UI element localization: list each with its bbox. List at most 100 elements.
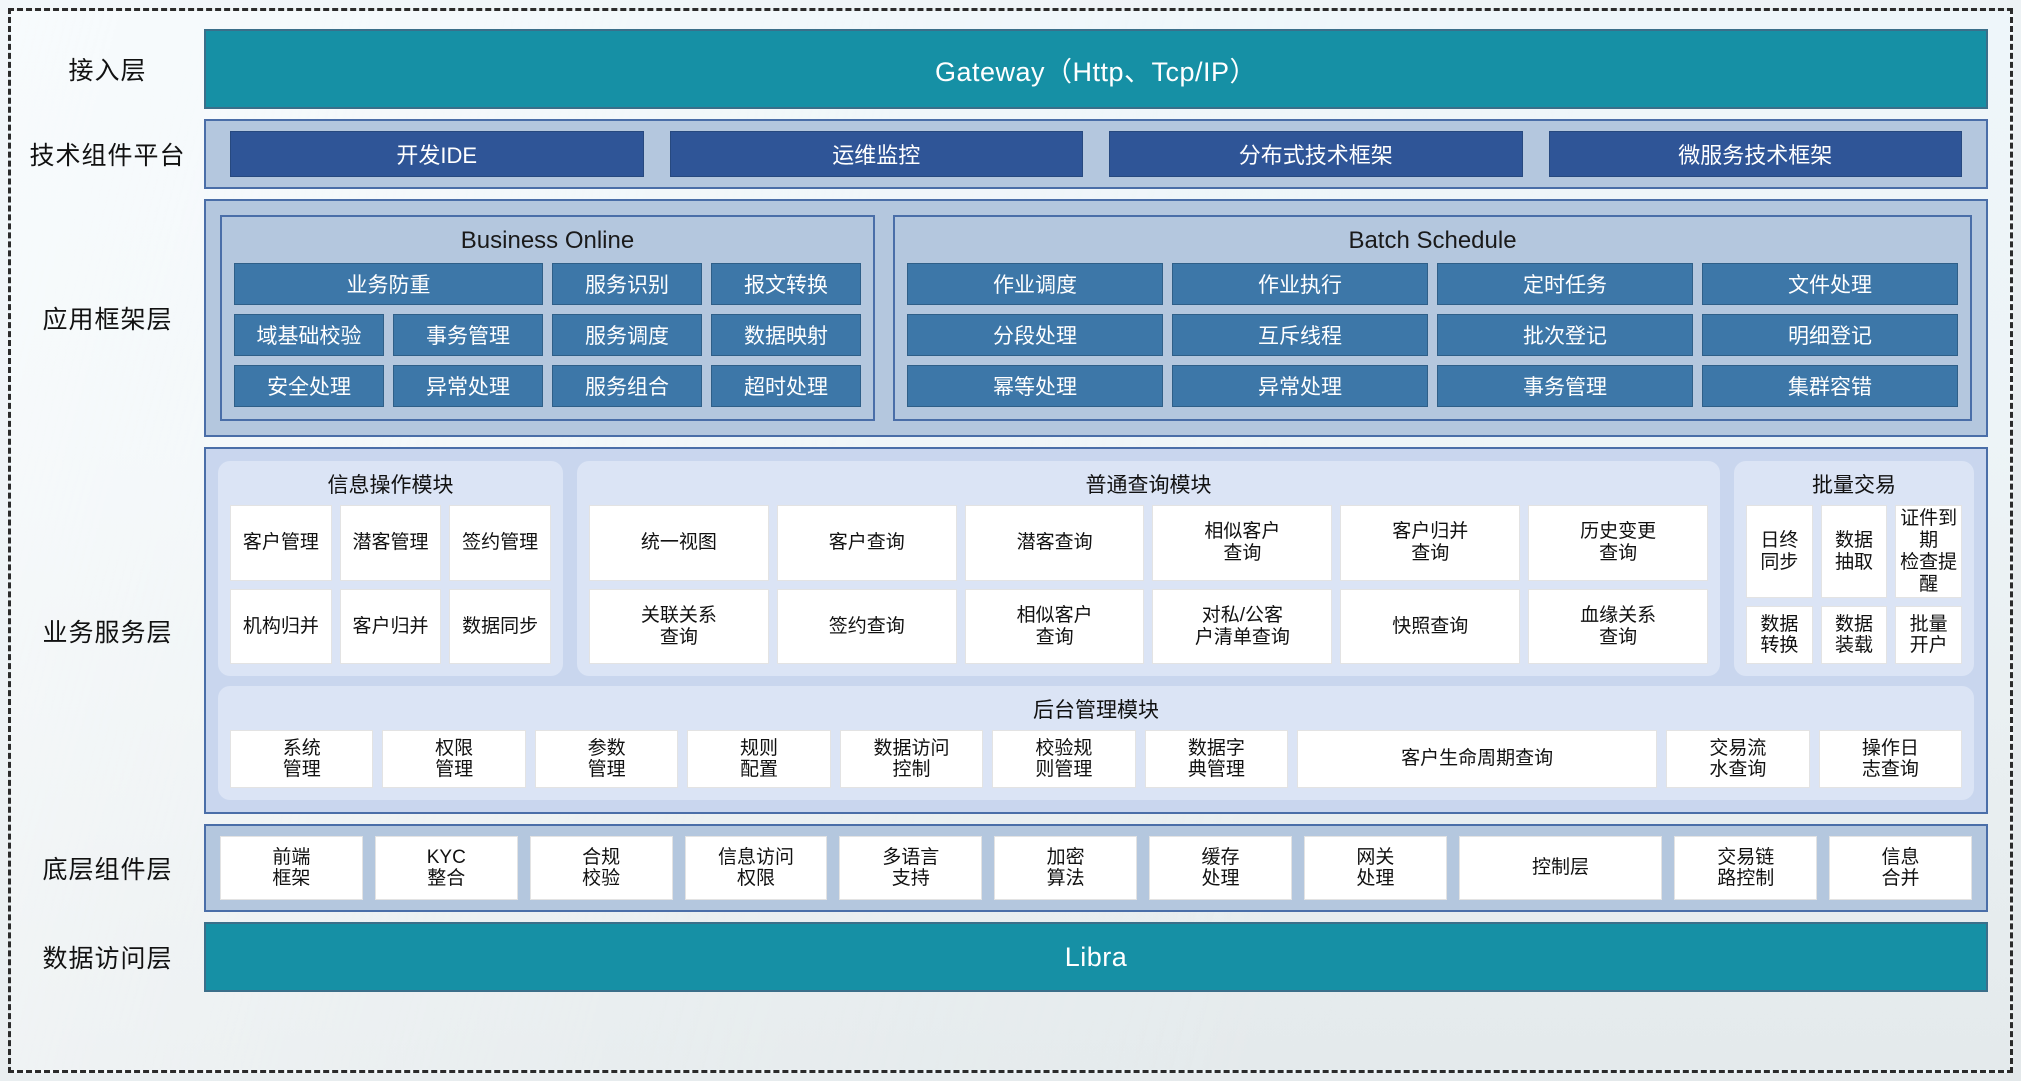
cell-permission-mgmt[interactable]: 权限 管理 — [382, 730, 526, 789]
framework-cell-security[interactable]: 安全处理 — [234, 365, 384, 407]
batch-cell-job-schedule[interactable]: 作业调度 — [907, 263, 1163, 305]
cell-info-merge[interactable]: 信息 合并 — [1829, 836, 1972, 901]
cell-customer-lifecycle-query[interactable]: 客户生命周期查询 — [1297, 730, 1658, 789]
cell-prospect-query[interactable]: 潜客查询 — [964, 505, 1145, 581]
batch-cell-mutex-thread[interactable]: 互斥线程 — [1172, 314, 1428, 356]
spacer — [11, 189, 2010, 199]
cell-compliance-check[interactable]: 合规 校验 — [529, 836, 673, 901]
cell-unified-view[interactable]: 统一视图 — [589, 505, 769, 581]
gateway-bar[interactable]: Gateway（Http、Tcp/IP） — [204, 29, 1988, 109]
framework-cell-service-dispatch[interactable]: 服务调度 — [552, 314, 702, 356]
cell-retail-corporate-list-query[interactable]: 对私/公客 户清单查询 — [1152, 588, 1333, 665]
cell-contract-query[interactable]: 签约查询 — [776, 588, 957, 665]
layer-label-base-component: 底层组件层 — [42, 856, 173, 885]
cell-operation-log-query[interactable]: 操作日 志查询 — [1818, 730, 1963, 789]
layer-label-tech-platform: 技术组件平台 — [29, 142, 186, 170]
batch-cell-detail-register[interactable]: 明细登记 — [1702, 314, 1958, 356]
spacer — [11, 912, 2010, 922]
cell-batch-account-open[interactable]: 批量 开户 — [1895, 606, 1962, 665]
cell-history-change-query[interactable]: 历史变更 查询 — [1528, 505, 1708, 581]
framework-cell-message-transform[interactable]: 报文转换 — [711, 263, 861, 305]
module-batch-transaction: 批量交易 日终 同步 数据 抽取 证件到期 检查提醒 数据 转换 数据 装载 批… — [1734, 461, 1974, 677]
framework-cell-data-mapping[interactable]: 数据映射 — [711, 314, 861, 356]
layer-label-access: 接入层 — [68, 57, 147, 85]
framework-cell-business-dedup[interactable]: 业务防重 — [234, 263, 543, 305]
cell-eod-sync[interactable]: 日终 同步 — [1746, 505, 1813, 599]
tech-button-ide[interactable]: 开发IDE — [230, 131, 644, 177]
cell-transaction-flow-query[interactable]: 交易流 水查询 — [1666, 730, 1810, 789]
cell-encryption-algorithm[interactable]: 加密 算法 — [994, 836, 1138, 901]
cell-kyc-integration[interactable]: KYC 整合 — [374, 836, 518, 901]
framework-cell-transaction-mgmt[interactable]: 事务管理 — [393, 314, 543, 356]
framework-cell-timeout[interactable]: 超时处理 — [711, 365, 861, 407]
tech-button-microservice-framework[interactable]: 微服务技术框架 — [1548, 131, 1962, 177]
cell-similar-customer-query-2[interactable]: 相似客户 查询 — [964, 588, 1145, 665]
cell-customer-merge-query[interactable]: 客户归并 查询 — [1340, 505, 1521, 581]
cell-frontend-framework[interactable]: 前端 框架 — [220, 836, 363, 901]
spacer — [11, 437, 2010, 447]
grid-common-query: 统一视图 客户查询 潜客查询 相似客户 查询 客户归并 查询 历史变更 查询 关… — [589, 505, 1708, 665]
framework-cell-domain-validation[interactable]: 域基础校验 — [234, 314, 384, 356]
cell-data-sync[interactable]: 数据同步 — [449, 588, 551, 665]
cell-similar-customer-query[interactable]: 相似客户 查询 — [1152, 505, 1333, 581]
cell-data-transform[interactable]: 数据 转换 — [1746, 606, 1813, 665]
batch-cell-transaction-mgmt[interactable]: 事务管理 — [1437, 365, 1693, 407]
batch-cell-timed-task[interactable]: 定时任务 — [1437, 263, 1693, 305]
cell-system-mgmt[interactable]: 系统 管理 — [230, 730, 374, 789]
group-title-business-online: Business Online — [460, 227, 635, 254]
cell-info-access-permission[interactable]: 信息访问 权限 — [684, 836, 828, 901]
batch-cell-cluster-tolerance[interactable]: 集群容错 — [1702, 365, 1958, 407]
tech-button-ops-monitor[interactable]: 运维监控 — [669, 131, 1083, 177]
framework-cell-service-composition[interactable]: 服务组合 — [552, 365, 702, 407]
cell-gateway-process[interactable]: 网关 处理 — [1303, 836, 1447, 901]
base-component-panel: 前端 框架 KYC 整合 合规 校验 信息访问 权限 多语言 支持 加密 算法 … — [204, 824, 1988, 913]
module-title-batch-transaction: 批量交易 — [1812, 474, 1896, 497]
module-title-info-operation: 信息操作模块 — [327, 474, 454, 497]
cell-customer-mgmt[interactable]: 客户管理 — [230, 505, 332, 581]
group-batch-schedule: Batch Schedule 作业调度 作业执行 定时任务 文件处理 分段处理 … — [893, 215, 1972, 421]
cell-cache-process[interactable]: 缓存 处理 — [1149, 836, 1292, 901]
batch-cell-segment-process[interactable]: 分段处理 — [907, 314, 1163, 356]
business-service-panel: 信息操作模块 客户管理 潜客管理 签约管理 机构归并 客户归并 数据同步 — [204, 447, 1988, 815]
grid-admin: 系统 管理 权限 管理 参数 管理 规则 配置 数据访问 控制 校验规 则管理 … — [230, 730, 1963, 789]
cell-parameter-mgmt[interactable]: 参数 管理 — [534, 730, 679, 789]
cell-contract-mgmt[interactable]: 签约管理 — [449, 505, 551, 581]
cell-multilanguage-support[interactable]: 多语言 支持 — [839, 836, 983, 901]
cell-validation-rule-mgmt[interactable]: 校验规 则管理 — [992, 730, 1136, 789]
cell-data-extract[interactable]: 数据 抽取 — [1820, 505, 1888, 599]
cell-control-layer[interactable]: 控制层 — [1458, 836, 1663, 901]
layer-access: 接入层 Gateway（Http、Tcp/IP） — [11, 29, 2010, 109]
cell-lineage-query[interactable]: 血缘关系 查询 — [1528, 588, 1708, 665]
cell-transaction-chain-control[interactable]: 交易链 路控制 — [1674, 836, 1818, 901]
libra-bar[interactable]: Libra — [204, 922, 1988, 993]
cell-certificate-expiry-reminder[interactable]: 证件到期 检查提醒 — [1895, 505, 1962, 599]
module-info-operation: 信息操作模块 客户管理 潜客管理 签约管理 机构归并 客户归并 数据同步 — [218, 461, 563, 677]
architecture-diagram: 接入层 Gateway（Http、Tcp/IP） 技术组件平台 开发IDE 运维… — [8, 8, 2013, 1073]
batch-cell-job-execute[interactable]: 作业执行 — [1172, 263, 1428, 305]
batch-cell-exception[interactable]: 异常处理 — [1172, 365, 1428, 407]
layer-label-app-framework: 应用框架层 — [42, 306, 173, 334]
cell-snapshot-query[interactable]: 快照查询 — [1340, 588, 1521, 665]
cell-customer-query[interactable]: 客户查询 — [776, 505, 957, 581]
tech-platform-strip: 开发IDE 运维监控 分布式技术框架 微服务技术框架 — [204, 119, 1988, 189]
tech-button-distributed-framework[interactable]: 分布式技术框架 — [1109, 131, 1523, 177]
layer-tech-platform: 技术组件平台 开发IDE 运维监控 分布式技术框架 微服务技术框架 — [11, 119, 2010, 189]
cell-data-access-control[interactable]: 数据访问 控制 — [839, 730, 984, 789]
layer-stack: 接入层 Gateway（Http、Tcp/IP） 技术组件平台 开发IDE 运维… — [11, 11, 2010, 1070]
business-modules-row: 信息操作模块 客户管理 潜客管理 签约管理 机构归并 客户归并 数据同步 — [218, 461, 1974, 677]
group-business-online: Business Online 业务防重 服务识别 报文转换 域基础校验 事务管… — [220, 215, 875, 421]
cell-data-dictionary-mgmt[interactable]: 数据字 典管理 — [1144, 730, 1289, 789]
spacer — [11, 109, 2010, 119]
cell-prospect-mgmt[interactable]: 潜客管理 — [339, 505, 442, 581]
cell-relation-query[interactable]: 关联关系 查询 — [589, 588, 769, 665]
grid-info-operation: 客户管理 潜客管理 签约管理 机构归并 客户归并 数据同步 — [230, 505, 551, 665]
cell-org-merge[interactable]: 机构归并 — [230, 588, 332, 665]
framework-cell-service-identify[interactable]: 服务识别 — [552, 263, 702, 305]
cell-rule-config[interactable]: 规则 配置 — [687, 730, 831, 789]
batch-cell-batch-register[interactable]: 批次登记 — [1437, 314, 1693, 356]
batch-cell-idempotent[interactable]: 幂等处理 — [907, 365, 1163, 407]
cell-customer-merge[interactable]: 客户归并 — [339, 588, 442, 665]
framework-cell-exception[interactable]: 异常处理 — [393, 365, 543, 407]
batch-cell-file-process[interactable]: 文件处理 — [1702, 263, 1958, 305]
cell-data-load[interactable]: 数据 装载 — [1820, 606, 1888, 665]
